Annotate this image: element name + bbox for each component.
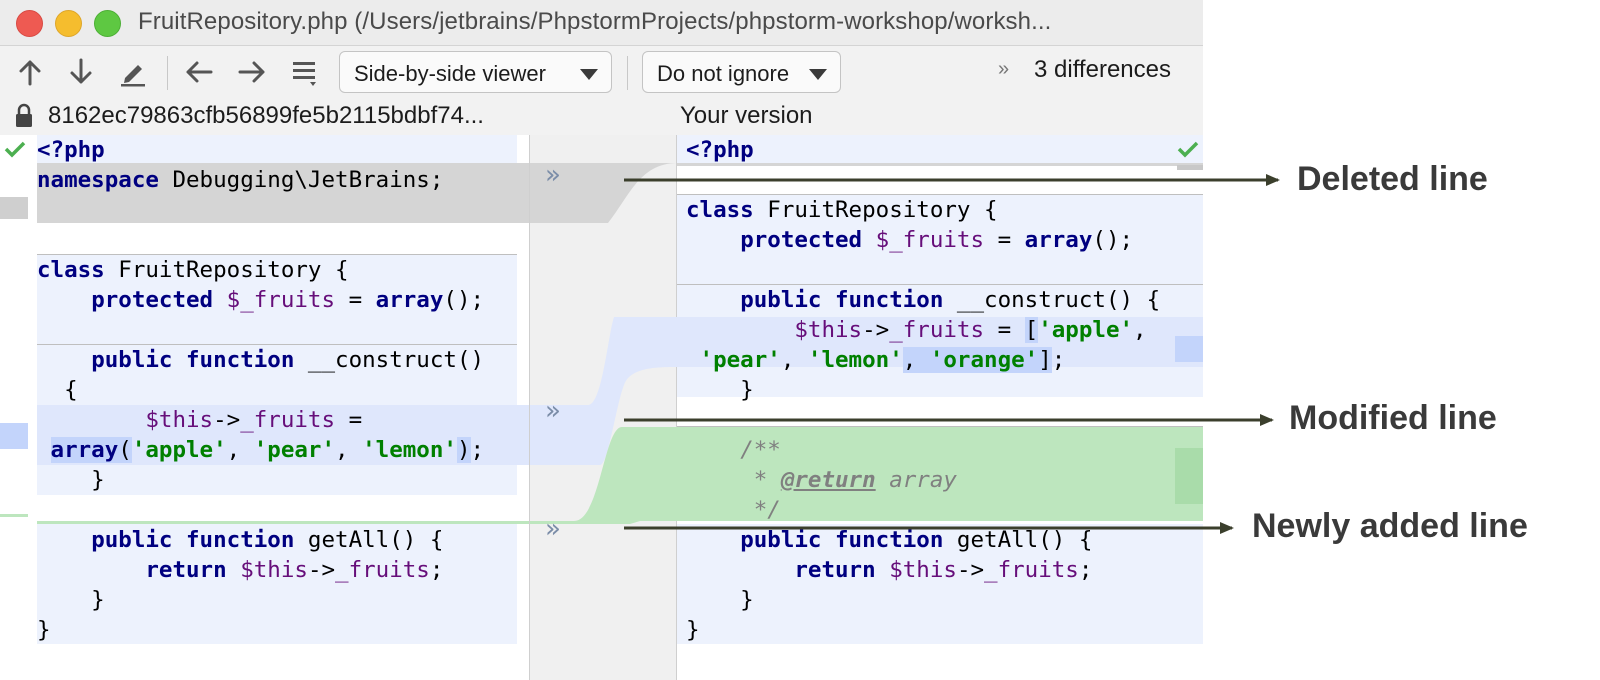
code-line: } [686,587,754,613]
left-unchanged-bg [37,135,517,163]
code-line: protected $_fruits = array(); [740,227,1134,253]
viewer-mode-dropdown[interactable]: Side-by-side viewer [339,51,612,93]
window-title: FruitRepository.php (/Users/jetbrains/Ph… [138,8,1052,35]
apply-change-chevron-icon[interactable]: » [545,396,561,426]
code-line: $this->_fruits = ['apple', [794,317,1147,343]
chevron-down-icon [580,69,598,80]
method-separator [677,284,1203,285]
checkmark-icon [1177,141,1199,158]
annotation-deleted-line: Deleted line [1297,160,1488,198]
code-line: public function getAll() { [740,527,1093,553]
diff-window: FruitRepository.php (/Users/jetbrains/Ph… [0,0,1203,680]
zoom-window-button[interactable] [94,10,121,37]
toolbar-separator [627,56,628,90]
code-line: array('apple', 'pear', 'lemon'); [50,437,485,463]
arrow-right-icon [238,61,265,83]
left-unchanged-bg [37,255,517,345]
viewer-mode-value: Side-by-side viewer [354,61,546,86]
toolbar-separator [167,56,168,90]
annotation-newly-added-line: Newly added line [1252,507,1528,545]
right-unchanged-bg [677,135,1203,163]
right-deleted-marker [1177,165,1203,170]
right-deleted-marker-line [677,163,1203,166]
apply-change-chevron-icon[interactable]: » [545,160,561,190]
left-added-marker-line [37,521,529,524]
left-unchanged-bg [37,345,517,405]
right-unchanged-bg [677,285,1203,317]
ignore-policy-value: Do not ignore [657,61,790,86]
right-added-marker [1175,448,1203,504]
right-unchanged-bg [677,195,1203,285]
code-line: class FruitRepository { [37,257,349,283]
title-bar: FruitRepository.php (/Users/jetbrains/Ph… [0,0,1203,46]
right-added-block [677,427,1203,521]
toolbar: Side-by-side viewer Do not ignore » 3 di… [0,46,1203,98]
code-line: public function __construct() { [740,287,1161,313]
menu-icon [293,62,316,86]
code-line: public function getAll() { [91,527,444,553]
right-unchanged-bg [677,524,1203,644]
right-version-label: Your version [680,102,813,129]
code-line: return $this->_fruits; [794,557,1093,583]
code-line: } [37,467,105,493]
annotation-modified-line: Modified line [1289,399,1497,437]
arrow-down-icon [70,58,92,84]
navigate-forward-button[interactable] [235,54,269,90]
arrow-up-icon [19,60,41,86]
diff-connectors [530,163,678,524]
left-deleted-marker [0,197,28,219]
method-separator [677,426,1203,427]
checkmark-icon [4,141,26,158]
right-editor[interactable]: <?php class FruitRepository { protected … [677,135,1203,680]
close-window-button[interactable] [16,10,43,37]
code-line: return $this->_fruits; [145,557,444,583]
previous-difference-button[interactable] [13,54,47,90]
code-line: } [37,587,105,613]
code-line: $this->_fruits = [145,407,363,433]
left-unchanged-bg [37,524,517,644]
ignore-policy-dropdown[interactable]: Do not ignore [642,51,841,93]
arrow-left-icon [186,61,213,83]
edit-source-button[interactable] [116,54,150,90]
edit-icon [121,65,145,87]
left-modified-marker [0,423,28,449]
code-line: <?php [37,137,105,163]
left-revision-label: 8162ec79863cfb56899fe5b2115bdbf74... [48,102,484,129]
method-separator [37,254,517,255]
code-line: <?php [686,137,754,163]
next-difference-button[interactable] [64,54,98,90]
code-line: class FruitRepository { [686,197,998,223]
settings-menu-button[interactable] [288,54,322,90]
left-added-gutter-mark [0,514,28,517]
code-line: protected $_fruits = array(); [91,287,485,313]
minimize-window-button[interactable] [55,10,82,37]
right-modified-marker [1175,336,1203,362]
code-line: */ [740,497,781,523]
chevron-down-icon [809,69,827,80]
code-line: } [37,617,51,643]
code-line: } [686,377,754,403]
code-line: 'pear', 'lemon', 'orange']; [699,347,1066,373]
diff-header: 8162ec79863cfb56899fe5b2115bdbf74... You… [0,98,1203,135]
differences-count: 3 differences [1034,56,1171,83]
diff-divider: » » » [529,135,678,680]
apply-change-chevron-icon[interactable]: » [545,514,561,544]
method-separator [37,344,517,345]
left-editor[interactable]: <?php namespace Debugging\JetBrains; cla… [0,135,529,680]
overflow-chevron-icon[interactable]: » [998,58,1010,80]
code-line: namespace Debugging\JetBrains; [37,167,444,193]
left-unchanged-bg [37,465,517,495]
left-deleted-block [37,163,529,223]
lock-icon [16,103,32,127]
code-line: * @return array [740,467,957,493]
navigate-back-button[interactable] [182,54,216,90]
code-line: public function __construct() [91,347,485,373]
method-separator [677,194,1203,195]
code-line: /** [740,437,781,463]
code-line: } [686,617,700,643]
code-line: { [37,377,78,403]
